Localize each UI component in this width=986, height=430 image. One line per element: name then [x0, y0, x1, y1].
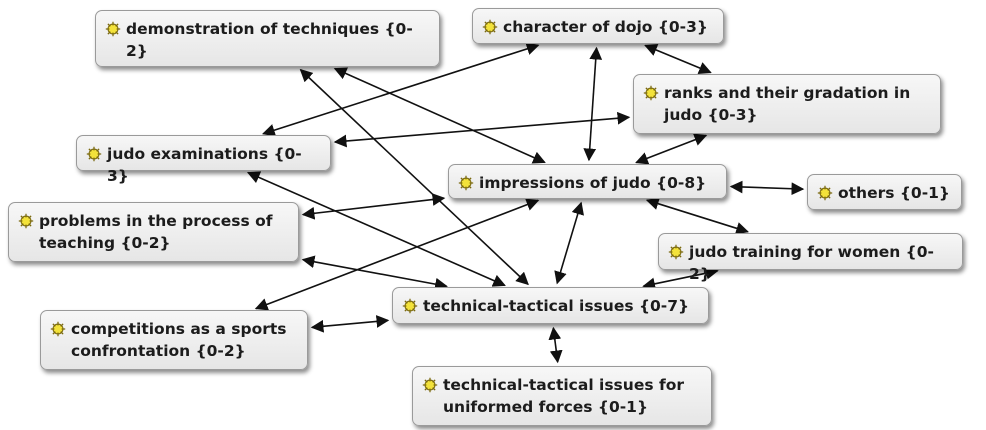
- code-node-icon: [643, 85, 659, 101]
- edge-impressions-women: [645, 197, 749, 235]
- node-problems-in-teaching[interactable]: problems in the process of teaching {0-2…: [8, 202, 299, 262]
- edge-competitions-impressions: [254, 198, 540, 311]
- code-node-icon: [402, 298, 418, 314]
- edge-demo-impressions: [333, 67, 546, 164]
- node-label: problems in the process of teaching {0-2…: [39, 212, 273, 252]
- node-judo-training-for-women[interactable]: judo training for women {0-2}: [658, 233, 963, 283]
- node-label: impressions of judo {0-8}: [479, 174, 707, 192]
- node-label: ranks and their gradation in judo {0-3}: [664, 84, 911, 124]
- code-node-icon: [105, 21, 121, 37]
- code-node-icon: [668, 244, 684, 260]
- node-label: character of dojo {0-3}: [503, 18, 708, 36]
- edge-impressions-technical: [554, 201, 584, 285]
- node-technical-tactical-uniformed-forces[interactable]: technical-tactical issues for uniformed …: [412, 366, 712, 426]
- edge-competitions-technical: [310, 315, 390, 333]
- node-label: competitions as a sports confrontation {…: [71, 320, 287, 360]
- edge-ranks-impressions: [635, 133, 708, 165]
- node-label: others {0-1}: [838, 184, 950, 202]
- edge-impressions-others: [729, 180, 805, 196]
- edge-teaching-technical: [301, 255, 448, 291]
- edge-technical-uniformed: [548, 326, 563, 364]
- edge-exams-ranks: [333, 111, 631, 148]
- code-node-icon: [817, 185, 833, 201]
- node-technical-tactical-issues[interactable]: technical-tactical issues {0-7}: [392, 287, 709, 324]
- code-node-icon: [458, 175, 474, 191]
- edge-women-technical: [642, 266, 719, 291]
- node-ranks-and-gradation[interactable]: ranks and their gradation in judo {0-3}: [633, 74, 941, 134]
- code-node-icon: [422, 377, 438, 393]
- code-node-icon: [86, 146, 102, 162]
- node-label: demonstration of techniques {0-2}: [126, 20, 413, 60]
- code-node-icon: [18, 213, 34, 229]
- code-node-icon: [482, 19, 498, 35]
- node-label: judo examinations {0-3}: [107, 145, 302, 185]
- node-others[interactable]: others {0-1}: [807, 174, 962, 210]
- node-judo-examinations[interactable]: judo examinations {0-3}: [76, 135, 331, 185]
- node-demonstration-of-techniques[interactable]: demonstration of techniques {0-2}: [95, 10, 440, 67]
- node-competitions-sports-confrontation[interactable]: competitions as a sports confrontation {…: [40, 310, 308, 370]
- node-label: technical-tactical issues for uniformed …: [443, 376, 684, 416]
- node-impressions-of-judo[interactable]: impressions of judo {0-8}: [448, 164, 727, 199]
- edge-dojo-impressions: [583, 46, 603, 162]
- edge-dojo-ranks: [644, 44, 712, 74]
- code-node-icon: [50, 321, 66, 337]
- node-character-of-dojo[interactable]: character of dojo {0-3}: [472, 8, 724, 44]
- node-label: judo training for women {0-2}: [689, 243, 934, 283]
- node-label: technical-tactical issues {0-7}: [423, 297, 690, 315]
